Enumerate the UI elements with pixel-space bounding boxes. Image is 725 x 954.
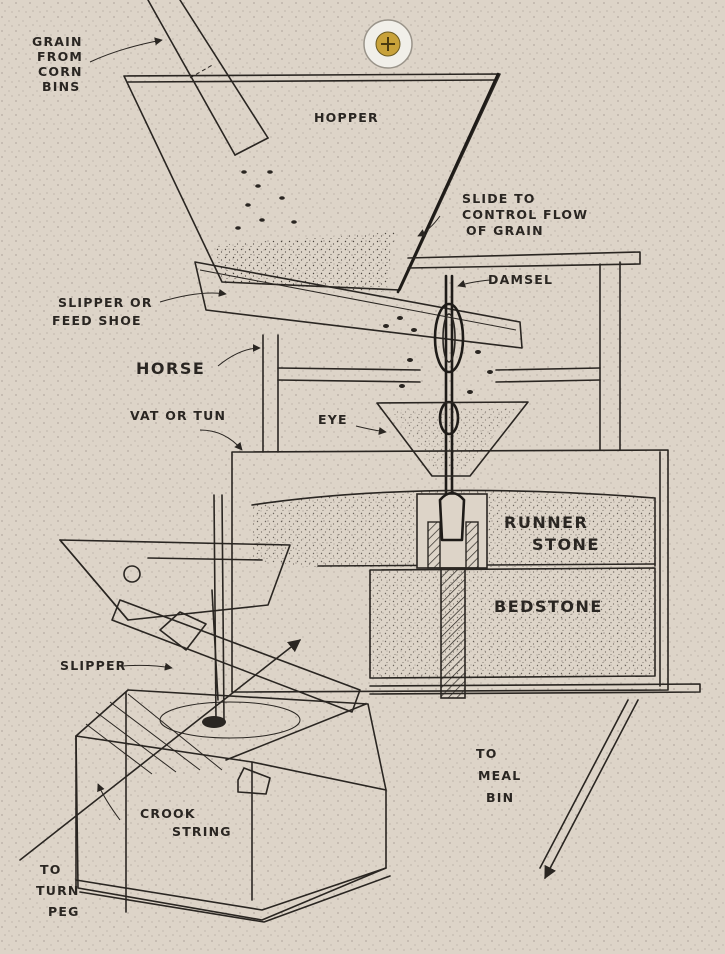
svg-text:BINS: BINS (42, 79, 80, 94)
label-bedstone: BEDSTONE (494, 597, 603, 616)
casing-illustration (19, 494, 391, 923)
label-meal-bin: TO MEAL BIN (476, 746, 521, 805)
label-runner-stone: RUNNER STONE (504, 513, 600, 554)
label-damsel: DAMSEL (488, 272, 553, 287)
slipper-feed-shoe (194, 261, 523, 349)
svg-text:STONE: STONE (532, 535, 600, 554)
meal-bin-arrow (544, 699, 639, 880)
label-slide: SLIDE TO CONTROL FLOW OF GRAIN (462, 191, 588, 238)
label-turn-peg: TO TURN PEG (36, 862, 80, 919)
svg-text:CONTROL FLOW: CONTROL FLOW (462, 207, 588, 222)
grain-chute (147, 0, 269, 156)
svg-text:MEAL: MEAL (478, 768, 521, 783)
svg-text:TO: TO (40, 862, 62, 877)
label-vat: VAT OR TUN (130, 408, 226, 423)
svg-text:SLIPPER OR: SLIPPER OR (58, 295, 153, 310)
vat-tun (231, 449, 701, 695)
label-crook-string: CROOK STRING (140, 806, 232, 839)
spindle (416, 491, 488, 699)
label-horse: HORSE (136, 359, 205, 378)
label-slipper: SLIPPER (60, 658, 127, 673)
svg-text:BIN: BIN (486, 790, 514, 805)
svg-text:TURN: TURN (36, 883, 80, 898)
svg-text:FEED SHOE: FEED SHOE (52, 313, 142, 328)
leader-lines (89, 37, 491, 821)
horse-frame (262, 251, 641, 453)
label-hopper: HOPPER (314, 110, 379, 125)
svg-text:RUNNER: RUNNER (504, 513, 588, 532)
falling-grain (235, 170, 493, 394)
label-slipper-feed-shoe: SLIPPER OR FEED SHOE (52, 295, 153, 328)
svg-text:OF GRAIN: OF GRAIN (466, 223, 544, 238)
svg-text:GRAIN: GRAIN (32, 34, 83, 49)
label-grain-from-bins: GRAIN FROM CORN BINS (32, 34, 83, 94)
svg-text:TO: TO (476, 746, 498, 761)
svg-text:STRING: STRING (172, 824, 232, 839)
svg-text:CORN: CORN (38, 64, 83, 79)
bedstone (369, 567, 656, 679)
svg-text:CROOK: CROOK (140, 806, 196, 821)
label-eye: EYE (318, 412, 348, 427)
svg-text:SLIDE TO: SLIDE TO (462, 191, 536, 206)
mounting-screw-icon (363, 19, 413, 69)
meal-bin-arrow-shaft (539, 699, 629, 869)
svg-text:FROM: FROM (37, 49, 83, 64)
hopper (123, 72, 501, 294)
svg-text:PEG: PEG (48, 904, 80, 919)
